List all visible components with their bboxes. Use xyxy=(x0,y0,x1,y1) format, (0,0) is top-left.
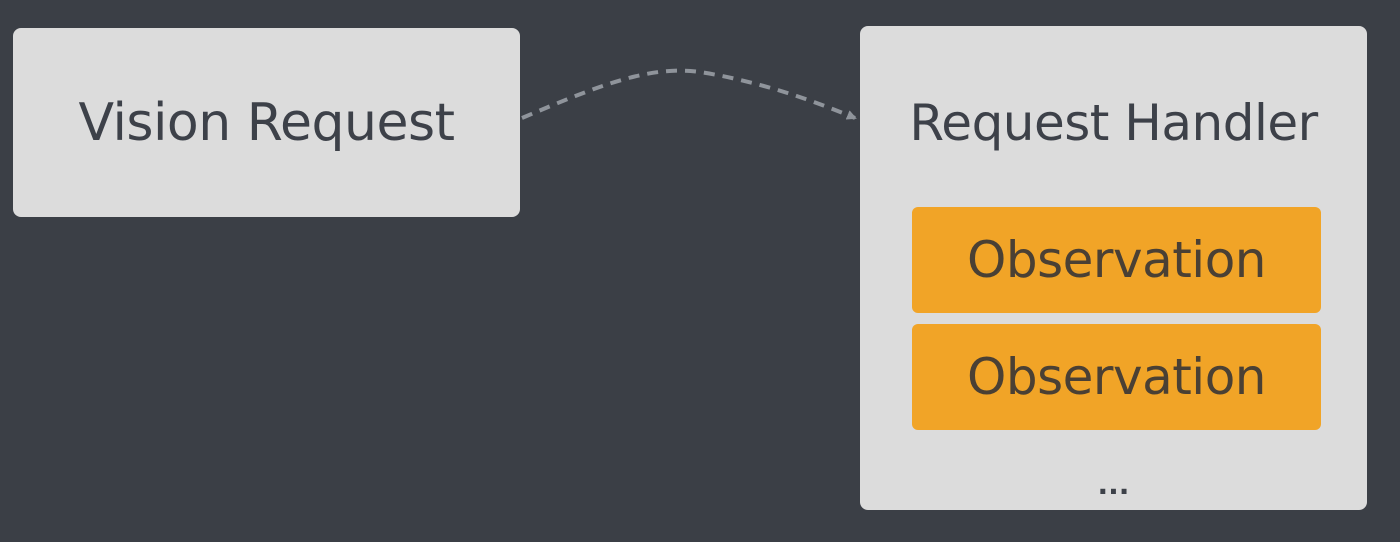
observation-block-1: Observation xyxy=(912,207,1321,313)
observation-block-2: Observation xyxy=(912,324,1321,430)
more-observations-ellipsis: ... xyxy=(1097,468,1130,501)
connector-path xyxy=(521,68,857,120)
vision-request-node: Vision Request xyxy=(13,28,520,217)
request-handler-node: Request Handler Observation Observation … xyxy=(860,26,1367,510)
request-handler-label: Request Handler xyxy=(909,94,1318,152)
vision-request-label: Vision Request xyxy=(78,92,455,153)
